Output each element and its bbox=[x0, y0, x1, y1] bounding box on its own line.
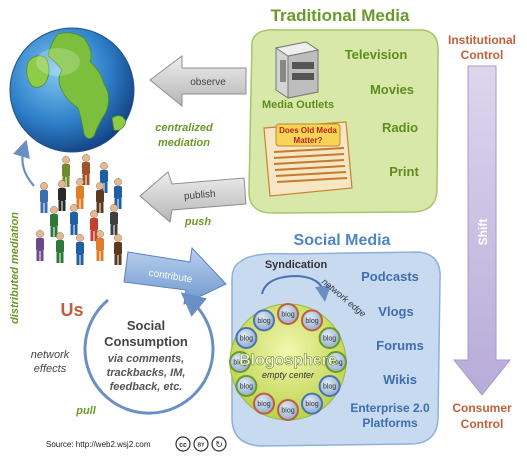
blogosphere-label: Blogosphere bbox=[239, 352, 337, 369]
social-consumption-title-line2: Consumption bbox=[104, 334, 188, 349]
person-icon bbox=[110, 204, 118, 235]
source-credit: Source: http://web2.wsj2.com bbox=[46, 440, 151, 449]
network-effects-line2: effects bbox=[34, 363, 67, 375]
blog-node: blog bbox=[253, 309, 275, 332]
blog-label: blog bbox=[323, 384, 336, 391]
observe-label: observe bbox=[190, 77, 226, 88]
blog-label: blog bbox=[233, 360, 246, 367]
enterprise-platforms-line1: Enterprise 2.0 bbox=[350, 401, 430, 415]
blog-node: blog bbox=[229, 351, 251, 373]
blog-ring: blog blog blog blog blog blog blog blog blog blog… bbox=[229, 303, 347, 421]
cc-badge-text: cc bbox=[179, 442, 187, 449]
globe-icon bbox=[9, 27, 135, 153]
shift-label: Shift bbox=[476, 219, 490, 246]
blog-label: blog bbox=[305, 401, 318, 408]
traditional-media-title: Traditional Media bbox=[271, 6, 410, 25]
person-icon bbox=[50, 206, 58, 237]
person-icon bbox=[56, 232, 64, 263]
social-consumption-detail-line1: via comments, bbox=[108, 353, 184, 365]
syndication-label: Syndication bbox=[265, 259, 328, 271]
person-icon bbox=[90, 210, 98, 241]
empty-center-label: empty center bbox=[262, 370, 315, 380]
distributed-mediation-label: distributed mediation bbox=[9, 212, 21, 324]
cc-badge-icon bbox=[175, 436, 191, 452]
publish-label: publish bbox=[184, 189, 217, 203]
blog-node: blog bbox=[277, 303, 299, 325]
publish-arrow bbox=[139, 171, 247, 223]
blog-label: blog bbox=[305, 318, 318, 325]
media-outlet-building-icon bbox=[274, 41, 320, 99]
centralized-mediation-line2: mediation bbox=[158, 137, 210, 149]
social-consumption-title-line1: Social bbox=[127, 318, 165, 333]
person-icon bbox=[70, 204, 78, 235]
consumer-control-line1: Consumer bbox=[452, 401, 512, 415]
people-group bbox=[36, 154, 122, 265]
person-icon bbox=[82, 154, 90, 185]
blog-node: blog bbox=[325, 351, 347, 373]
blog-node: blog bbox=[235, 327, 258, 349]
blog-label: blog bbox=[329, 360, 342, 367]
person-icon bbox=[76, 178, 84, 209]
enterprise-platforms-line2: Platforms bbox=[362, 416, 418, 430]
centralized-mediation-line1: centralized bbox=[155, 122, 213, 134]
traditional-item-movies: Movies bbox=[370, 82, 414, 97]
social-media-title: Social Media bbox=[294, 232, 391, 249]
person-icon bbox=[40, 182, 48, 213]
person-icon bbox=[96, 182, 104, 213]
person-icon bbox=[58, 180, 66, 211]
distributed-loop-arrow bbox=[13, 139, 35, 187]
pull-label: pull bbox=[75, 405, 96, 417]
blog-label: blog bbox=[240, 384, 253, 391]
blog-label: blog bbox=[240, 336, 253, 343]
blog-node: blog bbox=[301, 309, 323, 332]
by-badge-icon bbox=[193, 436, 209, 452]
social-item-podcasts: Podcasts bbox=[361, 269, 419, 284]
institutional-control-line1: Institutional bbox=[448, 33, 516, 47]
social-item-wikis: Wikis bbox=[383, 372, 417, 387]
shift-arrow bbox=[452, 65, 512, 396]
social-consumption-detail-line2: trackbacks, IM, bbox=[107, 367, 186, 379]
network-effects-line1: network bbox=[31, 349, 70, 361]
blog-node: blog bbox=[318, 327, 341, 349]
blog-node: blog bbox=[318, 375, 341, 397]
person-icon bbox=[96, 230, 104, 261]
newspaper-headline-line2: Matter? bbox=[294, 136, 323, 145]
traditional-item-radio: Radio bbox=[382, 120, 418, 135]
person-icon bbox=[114, 178, 122, 209]
blog-node: blog bbox=[235, 375, 258, 397]
newspaper-headline-line1: Does Old Meda bbox=[279, 126, 337, 135]
social-consumption-loop bbox=[83, 292, 215, 415]
newspaper-icon bbox=[263, 121, 353, 197]
social-item-forums: Forums bbox=[376, 338, 424, 353]
institutional-control-line2: Control bbox=[461, 48, 504, 62]
consumer-control-line2: Control bbox=[461, 417, 504, 431]
traditional-item-television: Television bbox=[345, 47, 408, 62]
social-item-vlogs: Vlogs bbox=[378, 304, 413, 319]
traditional-item-print: Print bbox=[389, 164, 419, 179]
social-consumption-detail-line3: feedback, etc. bbox=[110, 381, 183, 393]
by-badge-text: BY bbox=[198, 443, 206, 449]
us-label: Us bbox=[60, 300, 83, 320]
blog-node: blog bbox=[301, 392, 323, 415]
person-icon bbox=[76, 234, 84, 265]
blog-label: blog bbox=[257, 401, 270, 408]
sa-badge-icon bbox=[211, 436, 227, 452]
person-icon bbox=[36, 230, 44, 261]
blog-label: blog bbox=[281, 408, 294, 415]
push-label: push bbox=[184, 216, 212, 228]
blog-label: blog bbox=[323, 336, 336, 343]
blog-node: blog bbox=[253, 392, 275, 415]
blog-label: blog bbox=[257, 318, 270, 325]
blog-node: blog bbox=[277, 399, 299, 421]
observe-arrow bbox=[149, 55, 247, 108]
sa-badge-text: ↻ bbox=[215, 440, 223, 450]
cc-license-badges bbox=[175, 436, 227, 452]
syndication-arrow bbox=[261, 274, 331, 302]
media-outlets-label: Media Outlets bbox=[262, 99, 334, 111]
blog-label: blog bbox=[281, 312, 294, 319]
person-icon bbox=[114, 234, 122, 265]
